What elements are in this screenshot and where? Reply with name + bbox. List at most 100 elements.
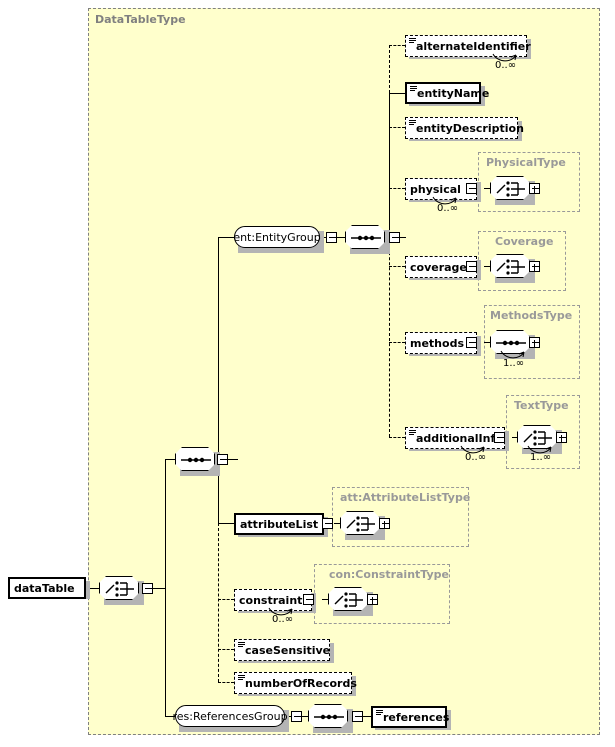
line-to-entity-description — [389, 127, 405, 128]
cardinality-physical: 0..∞ — [437, 203, 459, 214]
line-main-sequence-to-branch — [228, 459, 238, 460]
simple-type-icon — [238, 675, 245, 681]
line-trunk-vertical — [165, 459, 166, 588]
frame-title-coverage: Coverage — [495, 235, 554, 248]
simple-type-icon — [238, 642, 245, 648]
line-entity-minus2-to-branch — [400, 237, 406, 238]
element-methods-label: methods — [410, 336, 464, 350]
line-to-coverage — [389, 266, 405, 267]
repeat-loop-physical — [432, 196, 457, 205]
line-entity-children-dashed-bottom — [389, 237, 390, 437]
element-physical-label: physical — [410, 182, 461, 196]
collapse-box-entity-group[interactable] — [326, 232, 337, 243]
sequence-compositor-methodstype[interactable] — [490, 330, 530, 354]
collapse-box-methods[interactable] — [466, 337, 477, 348]
line-physical-to-type — [484, 188, 490, 189]
choice-compositor-physicaltype[interactable] — [490, 176, 530, 200]
group-ref-ent-EntityGroup-label: ent:EntityGroup — [233, 230, 321, 244]
simple-type-icon — [376, 710, 383, 716]
collapse-box-attributeList[interactable] — [322, 518, 333, 529]
expand-box-attributelisttype[interactable] — [379, 518, 390, 529]
element-alternateIdentifier-label: alternateIdentifier — [416, 39, 531, 53]
element-attributeList[interactable]: attributeList — [234, 513, 324, 535]
line-branch-to-attribute-list — [218, 523, 234, 524]
line-to-physical — [389, 188, 405, 189]
collapse-box-root-choice[interactable] — [142, 583, 153, 594]
sequence-compositor-entity[interactable] — [345, 225, 385, 249]
line-coverage-to-type — [484, 266, 490, 267]
element-entityDescription[interactable]: entityDescription — [405, 117, 524, 139]
line-additional-info-to-type — [512, 437, 517, 438]
choice-compositor-root[interactable] — [99, 576, 139, 600]
element-caseSensitive[interactable]: caseSensitive — [234, 639, 330, 661]
simple-type-icon — [409, 430, 416, 436]
element-constraint-label: constraint — [239, 593, 303, 607]
line-main-branch-solid — [218, 237, 219, 523]
repeat-loop-alternateIdentifier — [492, 53, 517, 62]
group-ref-ent-EntityGroup[interactable]: ent:EntityGroup — [233, 226, 321, 248]
line-branch-to-entity-group — [218, 237, 234, 238]
cardinality-texttype: 1..∞ — [530, 452, 552, 463]
line-trunk-to-main-sequence — [165, 459, 175, 460]
collapse-box-main-sequence[interactable] — [217, 454, 228, 465]
element-references-label: references — [383, 710, 450, 724]
line-trunk-to-references-group — [165, 716, 175, 717]
collapse-box-references-group[interactable] — [291, 711, 302, 722]
frame-title-texttype: TextType — [514, 399, 569, 412]
line-references-minus-to-sequence — [302, 716, 308, 717]
element-numberOfRecords[interactable]: numberOfRecords — [234, 672, 357, 694]
expand-box-coverage[interactable] — [529, 261, 540, 272]
choice-compositor-attributelisttype[interactable] — [340, 511, 380, 535]
line-methods-to-type — [484, 342, 490, 343]
line-main-branch-dashed — [218, 523, 219, 682]
group-ref-res-ReferencesGroup[interactable]: res:ReferencesGroup — [172, 705, 288, 727]
line-choice-to-trunk — [141, 588, 165, 589]
line-trunk-vertical-lower — [165, 588, 166, 716]
line-branch-to-number-of-records — [218, 682, 234, 683]
collapse-box-coverage[interactable] — [466, 261, 477, 272]
datatabletype-title: DataTableType — [95, 13, 186, 26]
element-dataTable[interactable]: dataTable — [8, 577, 86, 599]
line-entity-children-dashed-top — [389, 45, 390, 93]
line-constraint-to-type — [322, 599, 328, 600]
element-coverage-label: coverage — [410, 260, 467, 274]
element-dataTable-label: dataTable — [14, 581, 75, 595]
repeat-loop-methodstype — [500, 350, 525, 359]
collapse-box-references-sequence[interactable] — [352, 711, 363, 722]
sequence-compositor-references[interactable] — [308, 704, 348, 728]
element-alternateIdentifier[interactable]: alternateIdentifier — [405, 35, 531, 57]
simple-type-icon — [409, 38, 416, 44]
cardinality-additionalInfo: 0..∞ — [465, 452, 487, 463]
line-attribute-list-to-type — [334, 523, 340, 524]
collapse-box-physical[interactable] — [466, 183, 477, 194]
expand-box-constrainttype[interactable] — [367, 594, 378, 605]
collapse-box-additionalInfo[interactable] — [494, 432, 505, 443]
choice-compositor-coverage[interactable] — [490, 254, 530, 278]
element-additionalInfo[interactable]: additionalInfo — [405, 427, 505, 449]
element-caseSensitive-label: caseSensitive — [245, 643, 331, 657]
repeat-loop-texttype — [527, 445, 552, 454]
cardinality-constraint: 0..∞ — [272, 614, 294, 625]
choice-compositor-constrainttype[interactable] — [328, 587, 368, 611]
repeat-loop-additionalInfo — [460, 445, 485, 454]
element-numberOfRecords-label: numberOfRecords — [245, 676, 357, 690]
frame-attributelisttype — [332, 487, 469, 547]
element-references[interactable]: references — [371, 706, 449, 728]
group-ref-res-ReferencesGroup-label: res:ReferencesGroup — [172, 709, 288, 723]
sequence-compositor-main[interactable] — [175, 447, 215, 471]
expand-box-methodstype[interactable] — [529, 337, 540, 348]
expand-box-physicaltype[interactable] — [529, 183, 540, 194]
line-root-to-choice — [89, 588, 101, 589]
choice-compositor-texttype[interactable] — [517, 425, 557, 449]
element-entityName[interactable]: entityName — [405, 82, 489, 104]
element-constraint[interactable]: constraint — [234, 589, 312, 611]
element-physical[interactable]: physical — [405, 178, 477, 200]
element-attributeList-label: attributeList — [240, 517, 319, 531]
simple-type-icon — [409, 120, 416, 126]
element-additionalInfo-label: additionalInfo — [416, 431, 503, 445]
collapse-box-entity-sequence[interactable] — [389, 232, 400, 243]
collapse-box-constraint[interactable] — [303, 594, 314, 605]
expand-box-texttype[interactable] — [556, 432, 567, 443]
element-entityName-label: entityName — [417, 86, 490, 100]
